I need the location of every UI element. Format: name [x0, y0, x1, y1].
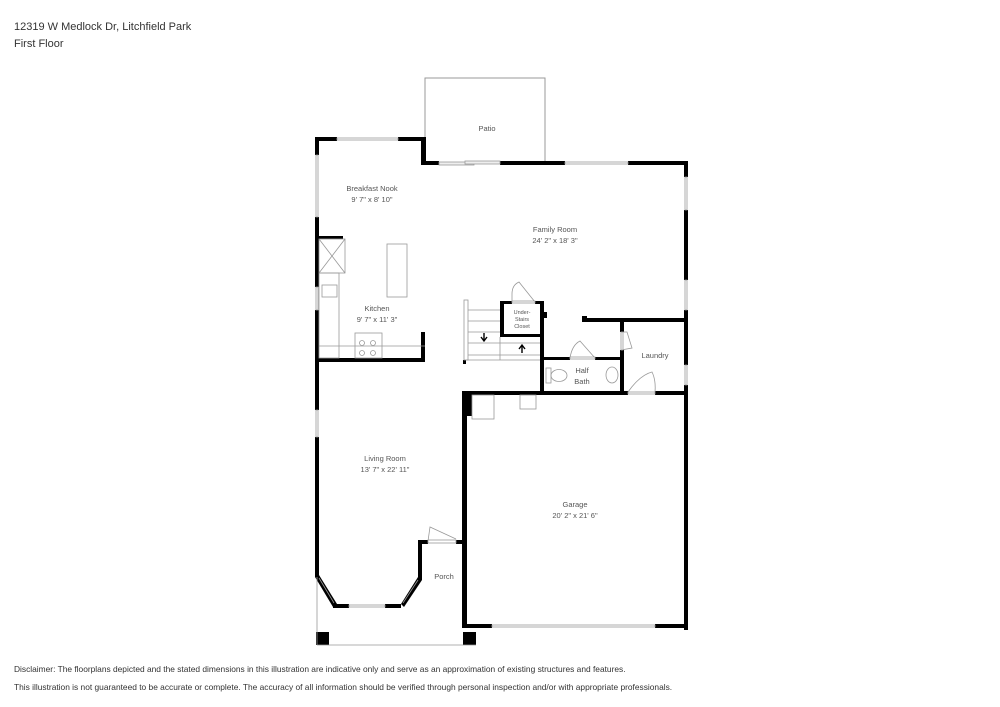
room-label-under-stairs-3: Closet [514, 324, 530, 330]
sink-basin [605, 366, 619, 384]
garage-fixtures [471, 394, 537, 420]
room-label-under-stairs-2: Stairs [515, 317, 529, 323]
bath-fixtures [545, 366, 619, 384]
room-dims-breakfast-nook: 9' 7" x 8' 10" [351, 195, 392, 204]
room-dims-family-room: 24' 2" x 18' 3" [532, 236, 578, 245]
interior-walls [317, 236, 688, 395]
room-label-patio: Patio [478, 124, 495, 133]
room-label-family-room: Family Room [533, 225, 577, 234]
property-address: 12319 W Medlock Dr, Litchfield Park [14, 21, 192, 33]
kitchen-fixtures [318, 238, 425, 359]
room-label-living-room: Living Room [364, 454, 406, 463]
patio-sliding-door [438, 160, 501, 166]
room-label-half-bath-1: Half [575, 366, 589, 375]
room-label-kitchen: Kitchen [364, 304, 389, 313]
room-label-porch: Porch [434, 572, 454, 581]
disclaimer-line-2: This illustration is not guaranteed to b… [14, 682, 673, 692]
exterior-walls [315, 137, 688, 645]
patio-outline [424, 77, 546, 164]
kitchen-island [386, 243, 408, 298]
toilet-tank [545, 367, 552, 384]
toilet-bowl [550, 369, 568, 382]
arrow-down-icon [480, 333, 488, 343]
arrow-up-icon [518, 343, 526, 353]
stove [354, 332, 383, 359]
room-dims-living-room: 13' 7" x 22' 11" [361, 465, 410, 474]
room-label-half-bath-2: Bath [574, 377, 589, 386]
stair-arrows [480, 333, 526, 353]
sink [321, 284, 338, 298]
doors [427, 281, 656, 544]
windows [315, 137, 688, 628]
room-label-under-stairs-1: Under- [514, 310, 531, 316]
room-dims-garage: 20' 2" x 21' 6" [552, 511, 598, 520]
disclaimer-line-1: Disclaimer: The floorplans depicted and … [14, 664, 626, 674]
room-label-laundry: Laundry [641, 351, 668, 360]
room-dims-kitchen: 9' 7" x 11' 3" [357, 315, 398, 324]
room-label-garage: Garage [562, 500, 587, 509]
staircase [463, 299, 540, 361]
counter-left [318, 272, 340, 359]
room-label-breakfast-nook: Breakfast Nook [346, 184, 398, 193]
porch-outline [316, 577, 476, 646]
floor-title: First Floor [14, 38, 64, 50]
